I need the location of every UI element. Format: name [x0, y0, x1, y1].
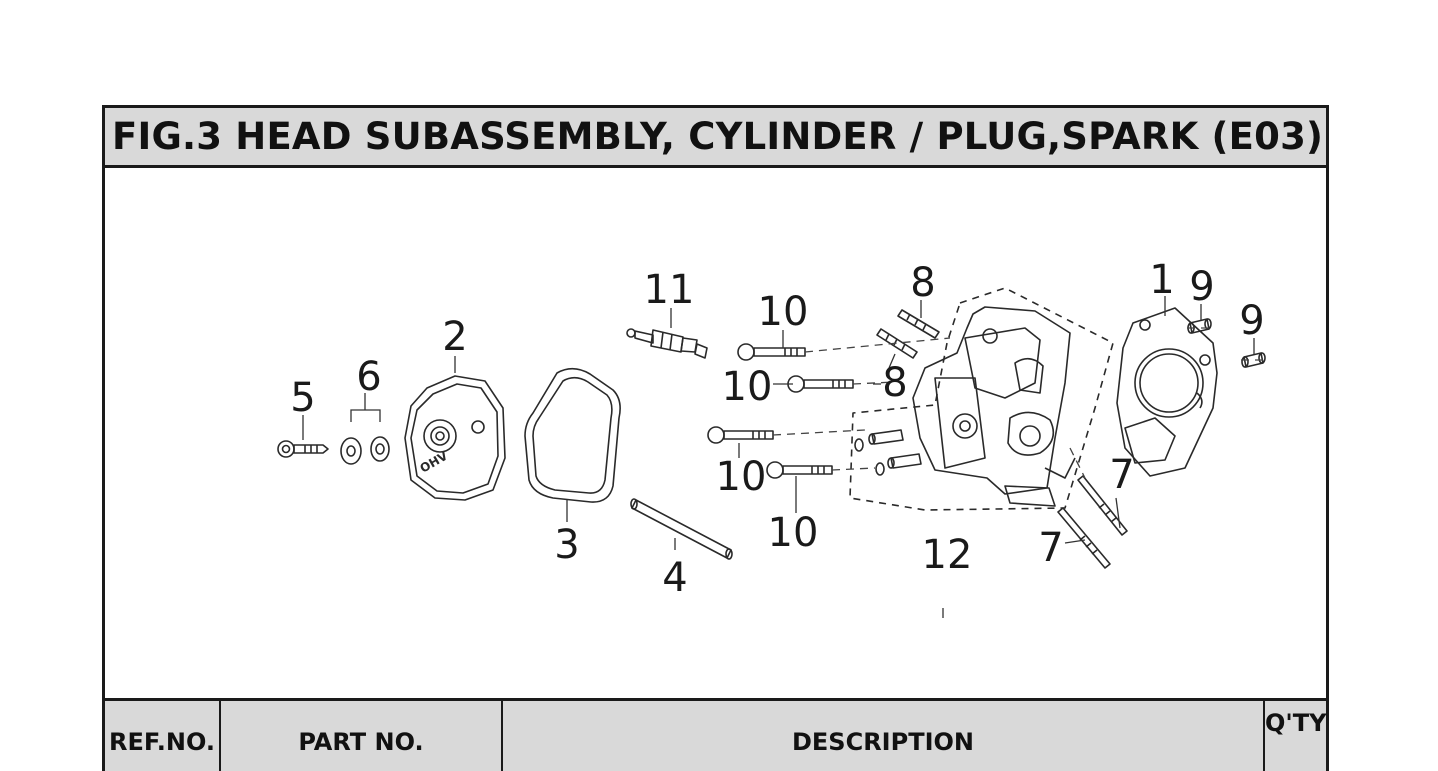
callout-8-upper: 8: [910, 260, 935, 306]
column-description: DESCRIPTION: [503, 701, 1265, 771]
callout-1: 1: [1149, 257, 1174, 303]
callout-12: 12: [922, 532, 973, 578]
callout-10-d: 10: [768, 510, 819, 556]
parts-table-header: REF.NO. PART NO. DESCRIPTION Q'TY: [105, 698, 1327, 771]
column-part-no: PART NO.: [221, 701, 503, 771]
part-7-stud-lower: [1057, 507, 1111, 569]
callout-9-upper: 9: [1189, 264, 1214, 310]
part-2-head-cover: [404, 375, 506, 501]
callout-11: 11: [644, 267, 695, 313]
column-ref-no-label: REF.NO.: [109, 728, 215, 756]
part-9-dowel-lower: [1241, 352, 1266, 368]
part-10-bolt-2: [787, 375, 854, 393]
callout-7-lower: 7: [1038, 525, 1063, 571]
dashed-leaders: [772, 327, 1263, 479]
exploded-view-diagram: OHV 1 2 3 4 5 6 7 7 8 8 9 9 10 10 10 10 …: [105, 168, 1326, 698]
part-3-gasket: [524, 367, 621, 503]
column-ref-no: REF.NO.: [105, 701, 221, 771]
part-7-stud-upper: [1077, 475, 1128, 536]
head-dashed-outline: [849, 287, 1114, 511]
part-10-bolt-3: [707, 426, 774, 444]
part-8-stud-upper: [897, 309, 940, 339]
part-1-head-gasket: [1116, 307, 1218, 477]
callout-8-lower: 8: [882, 360, 907, 406]
part-6-washers: [340, 436, 390, 465]
part-4-tube: [630, 498, 733, 560]
column-quantity: Q'TY: [1265, 701, 1327, 771]
figure-title-bar: FIG.3 HEAD SUBASSEMBLY, CYLINDER / PLUG,…: [105, 108, 1326, 168]
callout-6: 6: [356, 354, 381, 400]
part-8-stud-lower: [876, 328, 918, 359]
column-part-no-label: PART NO.: [298, 728, 424, 756]
part-5-bolt: [277, 440, 329, 458]
column-description-label: DESCRIPTION: [791, 728, 974, 756]
cover-marking-ohv: OHV: [418, 448, 451, 475]
callout-3: 3: [554, 522, 579, 568]
callout-10-b: 10: [722, 364, 773, 410]
part-10-bolt-1: [737, 343, 806, 361]
callout-2: 2: [442, 314, 467, 360]
dowel-pins: [854, 429, 922, 476]
figure-title: FIG.3 HEAD SUBASSEMBLY, CYLINDER / PLUG,…: [112, 115, 1324, 158]
callout-5: 5: [290, 375, 315, 421]
column-quantity-label: Q'TY: [1265, 709, 1327, 737]
callout-7-upper: 7: [1109, 452, 1134, 498]
part-11-spark-plug: [626, 328, 708, 359]
callout-10-c: 10: [716, 454, 767, 500]
callout-10-a: 10: [758, 289, 809, 335]
part-12-cylinder-head: [912, 306, 1076, 507]
part-9-dowel-upper: [1187, 318, 1212, 334]
part-10-bolt-4: [766, 461, 833, 479]
callout-9-lower: 9: [1239, 298, 1264, 344]
leader-lines: [302, 296, 1255, 618]
callout-4: 4: [662, 555, 687, 601]
parts-figure-frame: FIG.3 HEAD SUBASSEMBLY, CYLINDER / PLUG,…: [102, 105, 1329, 771]
exploded-view-svg: OHV 1 2 3 4 5 6 7 7 8 8 9 9 10 10 10 10 …: [277, 257, 1266, 618]
